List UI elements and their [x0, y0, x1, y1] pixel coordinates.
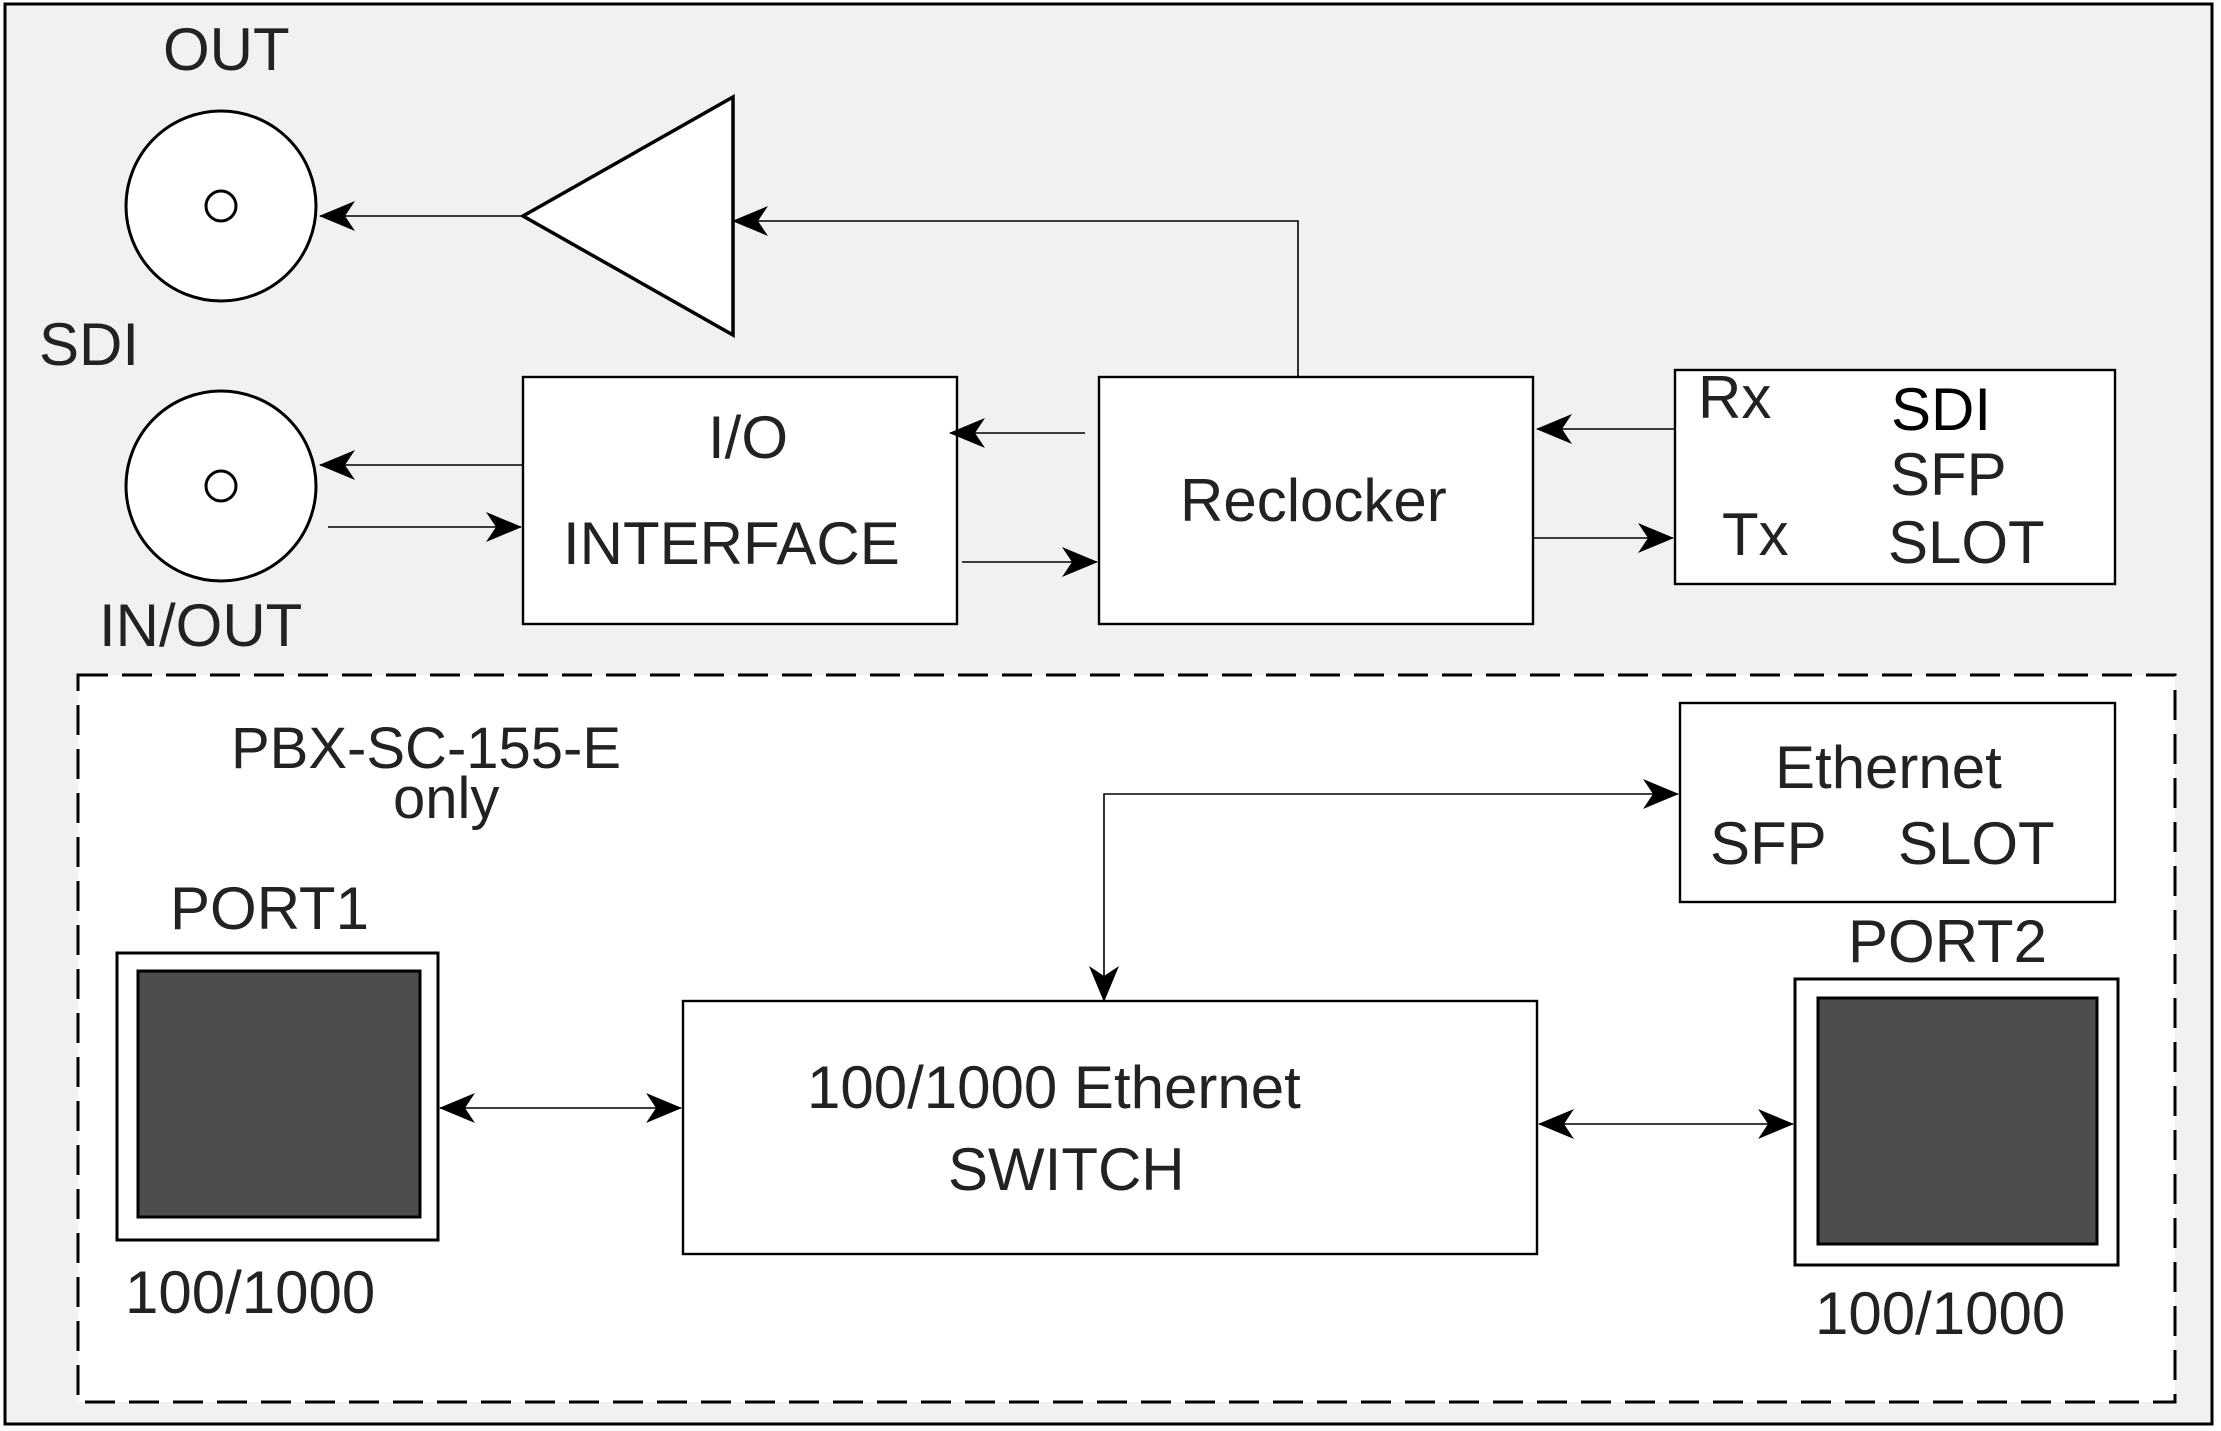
port1-speed-label: 100/1000 — [125, 1259, 375, 1326]
reclocker-label: Reclocker — [1180, 467, 1447, 534]
switch-ethernet-sfp-link — [1089, 779, 1679, 1002]
out-label: OUT — [163, 16, 290, 83]
ethernet-sfp-slot-box — [1678, 701, 2117, 904]
rx-label: Rx — [1698, 364, 1771, 431]
sdi-slot-label-line3: SLOT — [1888, 509, 2045, 576]
port2-speed-label: 100/1000 — [1815, 1280, 2065, 1347]
option-label-line2: only — [393, 766, 499, 831]
sdi-label: SDI — [39, 311, 139, 378]
sdi-slot-label-line1: SDI — [1891, 376, 1991, 443]
ethernet-slot-label-sfp: SFP — [1710, 810, 1827, 877]
ethernet-switch-box — [681, 999, 1539, 1256]
io-interface-label-line1: I/O — [708, 404, 788, 471]
switch-label-line2: SWITCH — [948, 1136, 1185, 1203]
port1-label: PORT1 — [170, 875, 369, 942]
io-interface-label-line2: INTERFACE — [563, 510, 900, 577]
sdi-sfp-slot-box — [1673, 368, 2117, 586]
ethernet-slot-label-line1: Ethernet — [1775, 734, 2002, 801]
tx-label: Tx — [1722, 501, 1789, 568]
port2-connector — [1793, 977, 2120, 1267]
reclocker-box — [1097, 375, 1535, 626]
port2-label: PORT2 — [1848, 908, 2047, 975]
switch-label-line1: 100/1000 Ethernet — [807, 1054, 1301, 1121]
in-out-label: IN/OUT — [99, 592, 302, 659]
ethernet-slot-label-slot: SLOT — [1898, 810, 2055, 877]
sdi-in-out-connector — [124, 389, 318, 583]
sdi-out-connector — [124, 109, 318, 303]
port1-connector — [115, 951, 440, 1242]
sdi-slot-label-line2: SFP — [1890, 441, 2007, 508]
option-label-line1: PBX-SC-155-E — [231, 716, 621, 781]
io-interface-box — [521, 375, 959, 626]
reclocker-to-amp-arrow — [732, 206, 1299, 377]
